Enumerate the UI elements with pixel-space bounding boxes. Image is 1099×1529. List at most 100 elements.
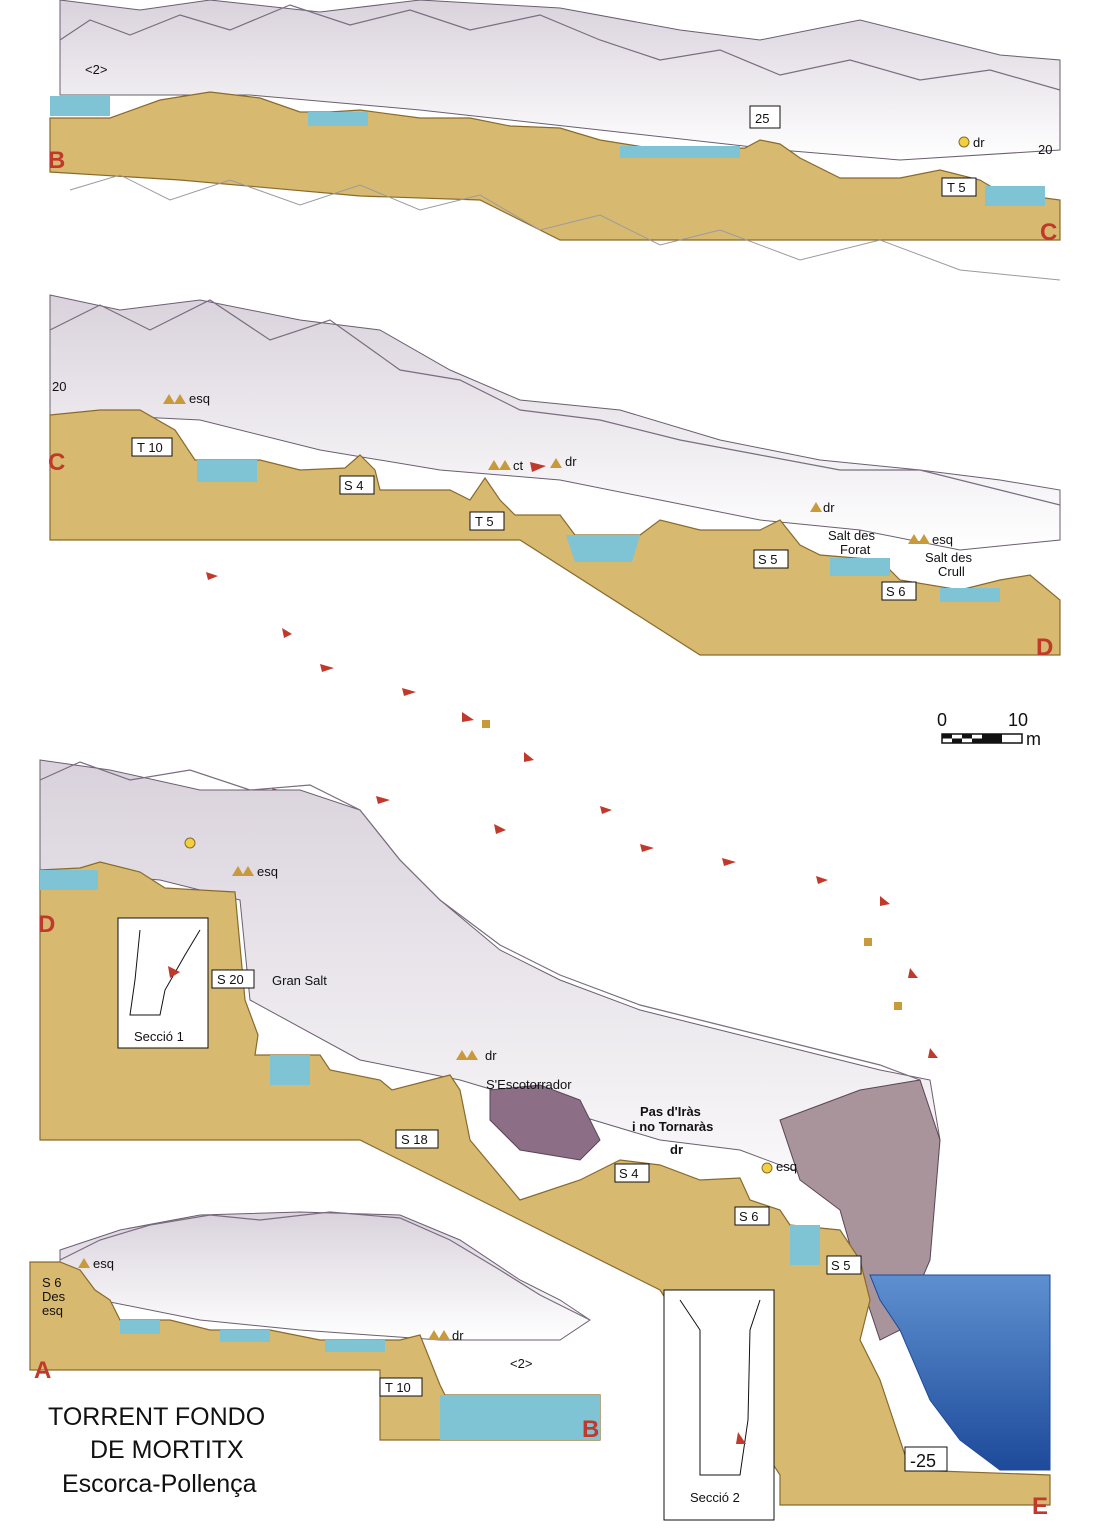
waypoint-square-icon — [894, 1002, 902, 1010]
section-letter-b: B — [48, 147, 65, 174]
title-line-2: DE MORTITX — [90, 1436, 244, 1464]
scale-segment — [972, 738, 982, 743]
salt-forat-line2: Forat — [840, 542, 871, 557]
section-1-outline — [129, 929, 201, 1016]
canyon-ridge-line — [59, 1211, 591, 1321]
section-letter-b: B — [582, 1416, 599, 1443]
section-letter-d: D — [1036, 634, 1053, 661]
panel-b-c: <2> B C 25 dr T 5 20 — [48, 0, 1061, 246]
anchor-triangle-icon — [488, 460, 500, 470]
section-letter-e: E — [1032, 1493, 1048, 1520]
s6-box — [734, 1206, 770, 1226]
s5-box — [753, 549, 789, 569]
pool — [220, 1330, 270, 1342]
pool — [566, 535, 640, 562]
dr-label: dr — [485, 1048, 497, 1063]
route-arrow-icon — [282, 628, 292, 638]
scale-ten: 10 — [1008, 710, 1028, 730]
route-arrow-icon — [722, 858, 736, 866]
canyon-ridge-line — [39, 761, 921, 1081]
canyon-wall — [59, 0, 1061, 161]
anchor-triangle-icon — [174, 394, 186, 404]
sun-marker-icon — [184, 837, 196, 849]
section-letter-a: A — [34, 1357, 51, 1384]
gran-salt-label: Gran Salt — [272, 973, 327, 988]
route-arrow-icon — [600, 806, 612, 814]
t5-box — [469, 511, 505, 531]
anchor-triangle-icon — [428, 1330, 440, 1340]
salt-crull-line1: Salt des — [925, 550, 972, 565]
s4-label: S 4 — [619, 1166, 639, 1181]
anchor-triangle-icon — [499, 460, 511, 470]
route-arrow-icon — [880, 896, 890, 906]
title-line-3: Escorca-Pollença — [62, 1470, 257, 1498]
pool — [308, 112, 368, 126]
canyon-ridge-line — [49, 299, 1061, 506]
ct-label: ct — [513, 458, 524, 473]
ridge-sketch — [69, 174, 1061, 281]
s5-label: S 5 — [758, 552, 778, 567]
page-ref: <2> — [510, 1356, 532, 1371]
t10-label: T 10 — [385, 1380, 411, 1395]
route-arrow-icon — [320, 664, 334, 672]
section-2-label: Secció 2 — [690, 1490, 740, 1505]
pool — [40, 870, 98, 890]
s18-box — [395, 1129, 439, 1149]
pool — [440, 1395, 600, 1440]
s5-label: S 5 — [831, 1258, 851, 1273]
section-letter-c: C — [1040, 219, 1057, 246]
s5-box — [826, 1255, 862, 1275]
section-2-inset — [663, 1289, 775, 1521]
t10-box — [379, 1377, 423, 1397]
scale-unit: m — [1026, 729, 1041, 749]
t-box — [941, 177, 977, 197]
s4-box — [614, 1163, 650, 1183]
s6-des-line1: S 6 — [42, 1275, 62, 1290]
pas-label-3: dr — [670, 1142, 683, 1157]
depth-box — [904, 1446, 948, 1472]
drop-label: 25 — [755, 111, 769, 126]
s6-label: S 6 — [886, 584, 906, 599]
route-arrow-icon — [462, 712, 474, 722]
left-dim: 20 — [52, 379, 66, 394]
t10-label: T 10 — [137, 440, 163, 455]
pool — [325, 1340, 385, 1352]
direction-arrow-icon — [530, 462, 546, 472]
sea — [869, 1274, 1051, 1471]
section-letter-c: C — [48, 449, 65, 476]
pool — [50, 96, 110, 116]
s4-label: S 4 — [344, 478, 364, 493]
right-dim: 20 — [1038, 142, 1052, 157]
pas-label-1: Pas d'Iràs — [640, 1104, 701, 1119]
panel-d-e: Secció 1 Secció 2 D E esq S 20 Gran Salt… — [38, 759, 1051, 1521]
pool — [620, 146, 740, 158]
route-arrow-icon — [494, 824, 506, 834]
t10-box — [131, 437, 173, 457]
s6-des-line2: Des — [42, 1289, 66, 1304]
page-ref: <2> — [85, 62, 107, 77]
anchor-triangle-icon — [78, 1258, 90, 1268]
anchor-triangle-icon — [438, 1330, 450, 1340]
rock-floor — [39, 861, 1051, 1506]
anchor-triangle-icon — [163, 394, 175, 404]
s6-label: S 6 — [739, 1209, 759, 1224]
anchor-triangle-icon — [550, 458, 562, 468]
scale-bar: 0 10 m — [937, 710, 1041, 749]
anchor-triangle-icon — [810, 502, 822, 512]
t5-label: T 5 — [475, 514, 494, 529]
dr-label: dr — [452, 1328, 464, 1343]
pas-label-2: i no Tornaràs — [632, 1119, 713, 1134]
waypoint-square-icon — [864, 938, 872, 946]
pool — [985, 186, 1045, 206]
pool — [120, 1320, 160, 1334]
route-arrow-icon — [206, 572, 218, 580]
panel-a-b: S 6 S 6 Des esq esq dr A B T 10 <2> — [29, 1211, 601, 1443]
s18-label: S 18 — [401, 1132, 428, 1147]
escotorrador-label: S'Escotorrador — [486, 1077, 572, 1092]
esq-label: esq — [189, 391, 210, 406]
section-1-label: Secció 1 — [134, 1029, 184, 1044]
title-line-1: TORRENT FONDO — [48, 1403, 265, 1431]
scale-segment — [962, 734, 972, 739]
route-arrow-icon — [816, 876, 828, 884]
route-arrow-icon — [908, 968, 918, 978]
